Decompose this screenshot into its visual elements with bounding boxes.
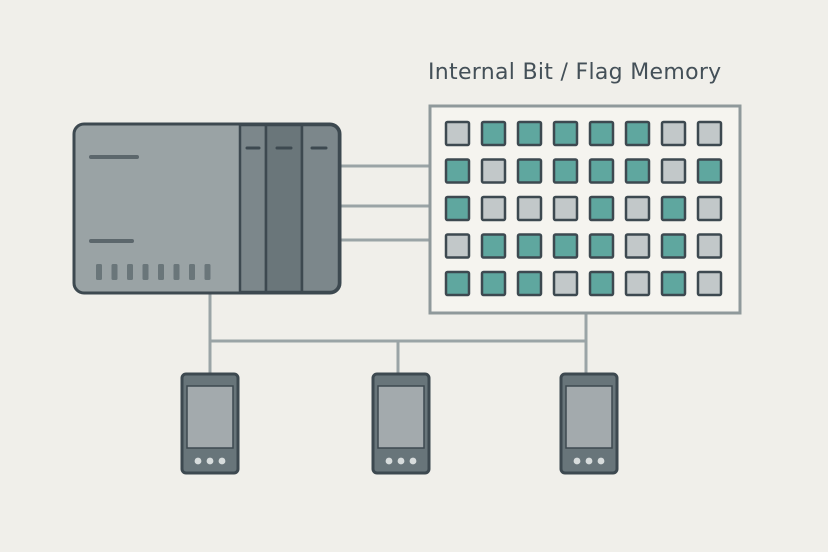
bit-cell-on xyxy=(444,158,471,184)
device-status-dot xyxy=(218,457,226,465)
plc-terminal xyxy=(142,264,149,280)
bit-memory-panel xyxy=(428,104,742,315)
device-status-dot xyxy=(409,457,417,465)
bit-cell-off xyxy=(444,120,471,147)
device-status-dot xyxy=(206,457,214,465)
bit-cell-off xyxy=(696,195,723,222)
bit-cell-on xyxy=(480,270,507,297)
bit-cell-on xyxy=(516,270,543,297)
io-device-1 xyxy=(180,372,240,475)
bit-cell-on xyxy=(624,120,651,147)
device-screen xyxy=(377,385,425,449)
bit-cell-off xyxy=(696,120,723,147)
bit-cell-on xyxy=(588,195,615,222)
bit-cell-on xyxy=(552,158,579,184)
bit-cell-off xyxy=(624,233,651,259)
plc-terminal xyxy=(111,264,118,280)
bit-cell-on xyxy=(660,195,687,222)
plc-terminal xyxy=(96,264,102,280)
plc-controller xyxy=(72,122,342,295)
bit-cell-off xyxy=(624,195,651,222)
io-device-2 xyxy=(371,372,431,475)
plc-module-3 xyxy=(300,123,341,294)
bit-memory-cells xyxy=(444,120,723,297)
device-status-dot xyxy=(585,457,593,465)
bit-cell-on xyxy=(480,120,507,147)
io-devices xyxy=(180,372,619,475)
bit-cell-on xyxy=(444,195,471,222)
device-screen xyxy=(186,385,234,449)
bit-cell-on xyxy=(516,120,543,147)
bit-cell-on xyxy=(588,158,615,184)
bit-cell-on xyxy=(480,233,507,259)
plc-terminal xyxy=(173,264,180,280)
bit-cell-on xyxy=(660,270,687,297)
bit-cell-on xyxy=(552,233,579,259)
device-status-dot xyxy=(385,457,393,465)
bit-cell-off xyxy=(516,195,543,222)
bit-cell-off xyxy=(444,233,471,259)
io-device-3 xyxy=(559,372,619,475)
bit-cell-on xyxy=(444,270,471,297)
bit-cell-on xyxy=(588,270,615,297)
bit-cell-off xyxy=(552,270,579,297)
plc-terminal xyxy=(158,264,164,280)
bit-cell-off xyxy=(624,270,651,297)
bit-cell-on xyxy=(516,233,543,259)
bit-cell-on xyxy=(588,120,615,147)
device-status-dot xyxy=(397,457,405,465)
connection-wires xyxy=(208,164,588,375)
bit-cell-on xyxy=(624,158,651,184)
plc-terminal xyxy=(127,264,133,280)
bit-cell-off xyxy=(552,195,579,222)
device-screen xyxy=(565,385,613,449)
bit-cell-on xyxy=(696,158,723,184)
bit-cell-off xyxy=(696,270,723,297)
memory-title: Internal Bit / Flag Memory xyxy=(428,60,722,85)
bit-cell-off xyxy=(696,233,723,259)
device-status-dot xyxy=(597,457,605,465)
bit-cell-on xyxy=(552,120,579,147)
bit-cell-off xyxy=(480,158,507,184)
device-status-dot xyxy=(194,457,202,465)
plc-terminal-strip xyxy=(96,264,211,280)
bit-cell-on xyxy=(588,233,615,259)
bit-cell-off xyxy=(660,158,687,184)
bit-cell-off xyxy=(660,120,687,147)
bit-cell-on xyxy=(516,158,543,184)
bit-cell-on xyxy=(660,233,687,259)
plc-terminal xyxy=(204,264,211,280)
plc-module-2 xyxy=(264,123,304,294)
bit-cell-off xyxy=(480,195,507,222)
plc-module-1 xyxy=(238,123,268,294)
plc-terminal xyxy=(189,264,195,280)
device-status-dot xyxy=(573,457,581,465)
